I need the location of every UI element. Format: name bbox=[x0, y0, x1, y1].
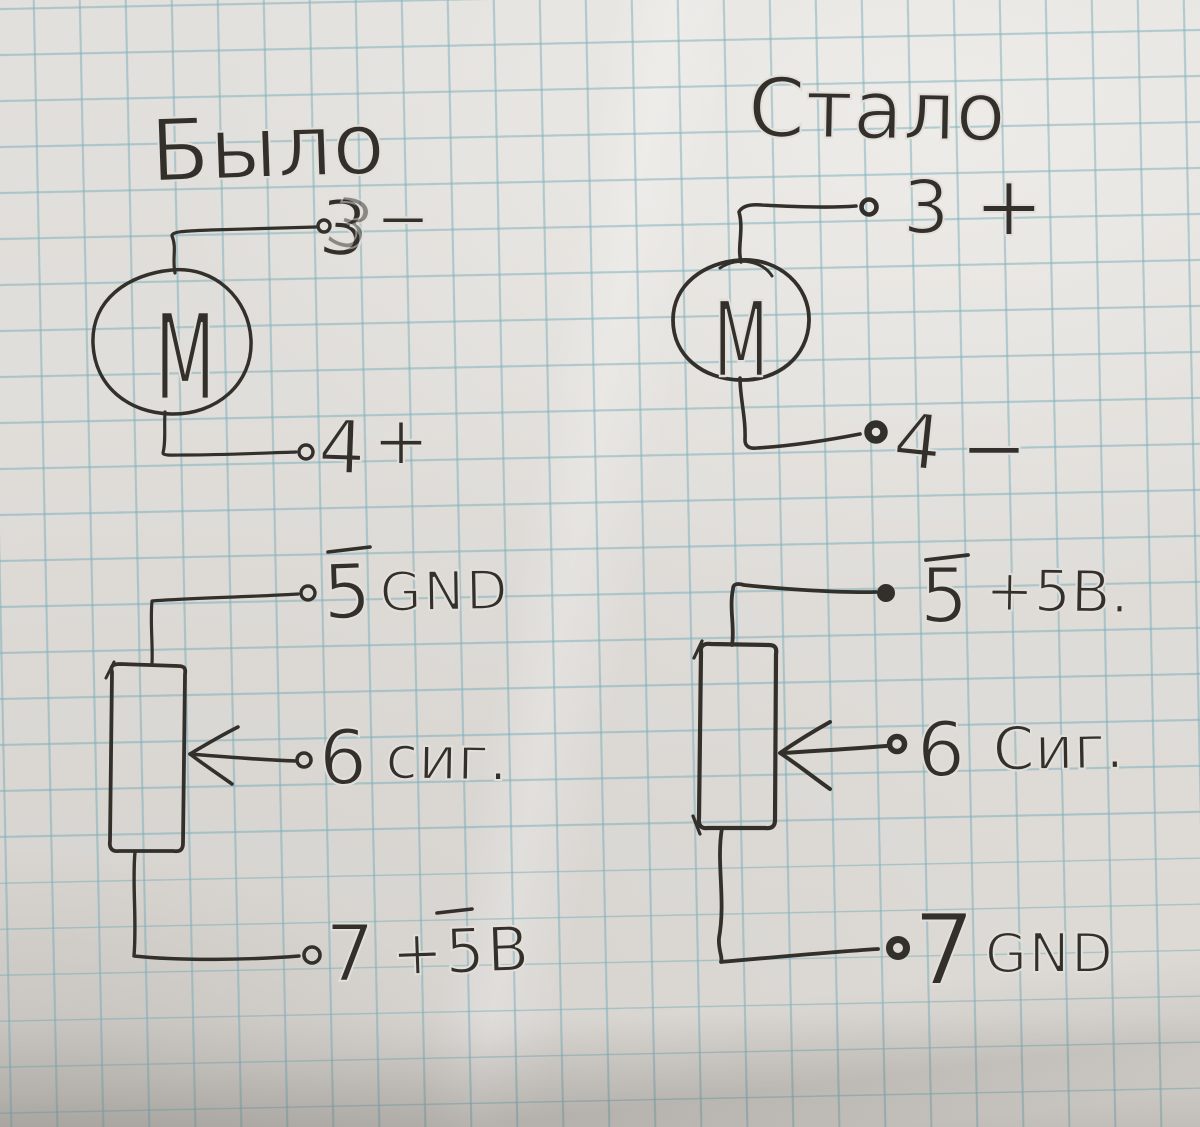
now-diagram: Стало M 3 + 4 − 5 +5В. bbox=[671, 60, 1131, 1009]
was-pin6-label: сиг. bbox=[385, 723, 509, 795]
was-motor-circle bbox=[91, 267, 253, 416]
now-pin7-label: GND bbox=[985, 922, 1115, 985]
now-pin5-label: +5В. bbox=[985, 556, 1130, 626]
was-motor-label-wrap: M bbox=[153, 288, 216, 429]
was-pin6-wire bbox=[188, 752, 298, 763]
now-pin3-wire bbox=[737, 202, 858, 264]
was-pin4-sign: + bbox=[373, 402, 430, 481]
was-pin3-terminal bbox=[316, 218, 332, 234]
was-pin7-5-overline bbox=[435, 907, 474, 915]
was-pin4-terminal bbox=[297, 443, 315, 461]
now-pin3-terminal bbox=[859, 197, 879, 217]
now-motor-label-wrap: M bbox=[712, 280, 769, 402]
now-pin6-terminal bbox=[886, 733, 908, 755]
now-pin4-sign: − bbox=[960, 401, 1029, 496]
now-pin6-wire bbox=[780, 744, 888, 755]
now-pot-corner-tick-top bbox=[692, 639, 704, 660]
now-pin5-terminal bbox=[877, 584, 895, 602]
now-motor-label: M bbox=[713, 281, 768, 401]
was-pin6-number: 6 bbox=[319, 713, 367, 802]
now-pin4-wire bbox=[738, 376, 862, 450]
was-pin7-number: 7 bbox=[325, 910, 375, 1000]
now-pin4-terminal bbox=[864, 420, 888, 444]
now-pin6-arrowhead bbox=[778, 720, 832, 791]
was-pin5-overline bbox=[326, 545, 372, 554]
was-pin5-label: GND bbox=[379, 559, 510, 624]
was-pin5-number: 5 bbox=[321, 546, 372, 637]
now-pin7-terminal bbox=[886, 936, 910, 960]
now-pin5-number: 5 bbox=[920, 551, 968, 640]
was-motor-label: M bbox=[155, 289, 216, 428]
was-pin3-sign: − bbox=[375, 180, 430, 257]
now-title: Стало bbox=[747, 61, 1006, 160]
was-pin4-wire bbox=[161, 410, 298, 457]
now-motor-double-stroke bbox=[718, 259, 774, 278]
was-pot-body bbox=[107, 662, 188, 854]
now-pin7-wire bbox=[716, 826, 880, 964]
was-pin7-label: +5В bbox=[390, 912, 532, 990]
was-pin7-terminal bbox=[302, 945, 322, 965]
now-pin3-sign: + bbox=[974, 157, 1044, 255]
now-pin4-number: 4 bbox=[889, 395, 946, 489]
was-pin5-wire bbox=[149, 592, 300, 666]
now-pin6-number: 6 bbox=[917, 705, 965, 794]
now-pot-body bbox=[696, 641, 779, 831]
now-pin7-number: 7 bbox=[913, 894, 975, 1008]
now-pin5-overline bbox=[924, 553, 970, 562]
was-pin3-wire bbox=[170, 225, 318, 275]
was-title: Было bbox=[149, 94, 387, 202]
was-pin7-wire bbox=[132, 850, 301, 962]
was-pin6-arrowhead bbox=[188, 725, 240, 786]
was-diagram: Было M 3 3 − 4 + 5 GND bbox=[91, 93, 533, 1001]
was-pin4-number: 4 bbox=[317, 404, 367, 492]
now-pin5-wire bbox=[729, 582, 878, 647]
now-pin3-number: 3 bbox=[902, 165, 949, 251]
was-pin3-number: 3 bbox=[316, 182, 370, 274]
now-pin6-label: Сиг. bbox=[992, 713, 1125, 785]
was-pin5-terminal bbox=[299, 584, 317, 602]
was-pin6-terminal bbox=[295, 751, 313, 769]
now-pot-corner-tick-bottom bbox=[691, 814, 702, 836]
was-pot-corner-tick bbox=[104, 660, 116, 680]
